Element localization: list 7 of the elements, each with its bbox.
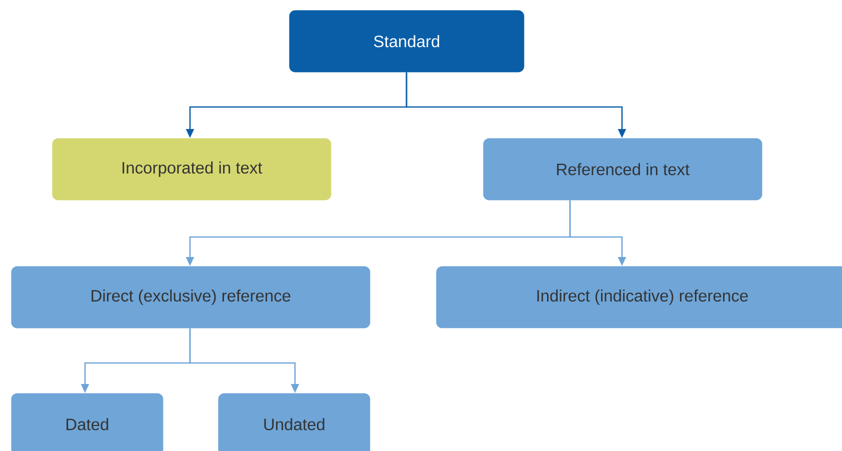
category-box: Referenced in text xyxy=(483,138,762,200)
reference-box: Indirect (indicative) reference xyxy=(436,266,842,328)
reference-box: Direct (exclusive) reference xyxy=(11,266,370,328)
leaf-box: Dated xyxy=(11,393,164,451)
category-box: Incorporated in text xyxy=(52,138,332,200)
standard-box: Standard xyxy=(289,10,524,72)
leaf-box: Undated xyxy=(218,393,370,451)
